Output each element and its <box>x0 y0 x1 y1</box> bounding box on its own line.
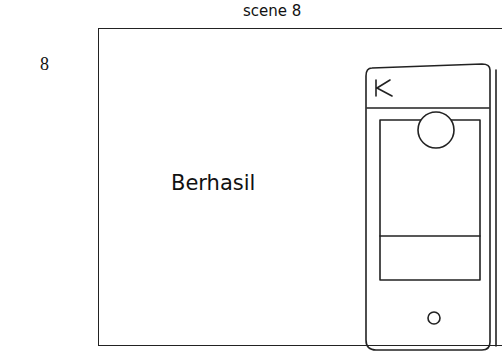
scene-title: scene 8 <box>243 2 301 20</box>
home-button <box>428 312 440 324</box>
phone-edge <box>495 70 497 346</box>
phone-outline <box>366 64 490 350</box>
callout-number: 8 <box>40 54 49 75</box>
scene-frame: Berhasil <box>98 28 502 346</box>
screen-divider <box>380 235 480 237</box>
screen-caption: Berhasil <box>171 171 255 195</box>
phone-top-bar <box>367 107 489 109</box>
avatar-circle <box>418 112 454 148</box>
close-icon <box>376 80 392 96</box>
